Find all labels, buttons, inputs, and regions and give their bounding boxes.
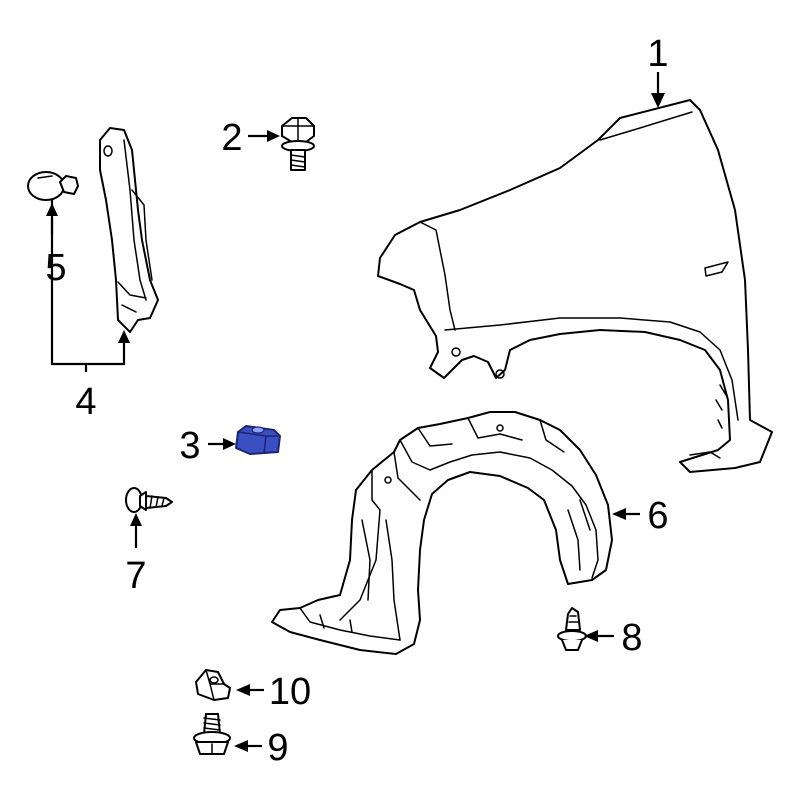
- leader-4: [50, 200, 130, 372]
- leader-9: [234, 740, 262, 752]
- part-2-bolt[interactable]: [281, 117, 315, 171]
- callout-1: 1: [647, 33, 668, 75]
- part-3-nut[interactable]: [235, 425, 281, 455]
- leader-6: [612, 508, 640, 520]
- callout-3: 3: [179, 425, 200, 467]
- leader-8: [584, 630, 614, 642]
- leader-1: [651, 72, 665, 108]
- callout-2: 2: [221, 117, 242, 159]
- part-9-bolt[interactable]: [193, 713, 231, 755]
- part-5-clip[interactable]: [27, 171, 79, 201]
- callout-4: 4: [75, 381, 96, 423]
- callout-5: 5: [45, 247, 66, 289]
- part-7-screw[interactable]: [125, 487, 173, 513]
- callout-7: 7: [125, 555, 146, 597]
- leader-5: [46, 203, 58, 234]
- part-4-bracket[interactable]: [99, 127, 159, 333]
- callout-6: 6: [647, 495, 668, 537]
- callout-8: 8: [621, 617, 642, 659]
- callout-10: 10: [269, 671, 311, 713]
- part-1-fender[interactable]: [377, 99, 773, 473]
- leader-2: [248, 130, 280, 142]
- leader-3: [208, 438, 236, 450]
- part-10-clip-nut[interactable]: [195, 669, 231, 701]
- callout-9: 9: [267, 727, 288, 769]
- leader-10: [236, 684, 264, 696]
- part-8-push-clip[interactable]: [557, 607, 587, 651]
- leader-7: [130, 513, 142, 548]
- part-6-fender-liner[interactable]: [271, 411, 613, 655]
